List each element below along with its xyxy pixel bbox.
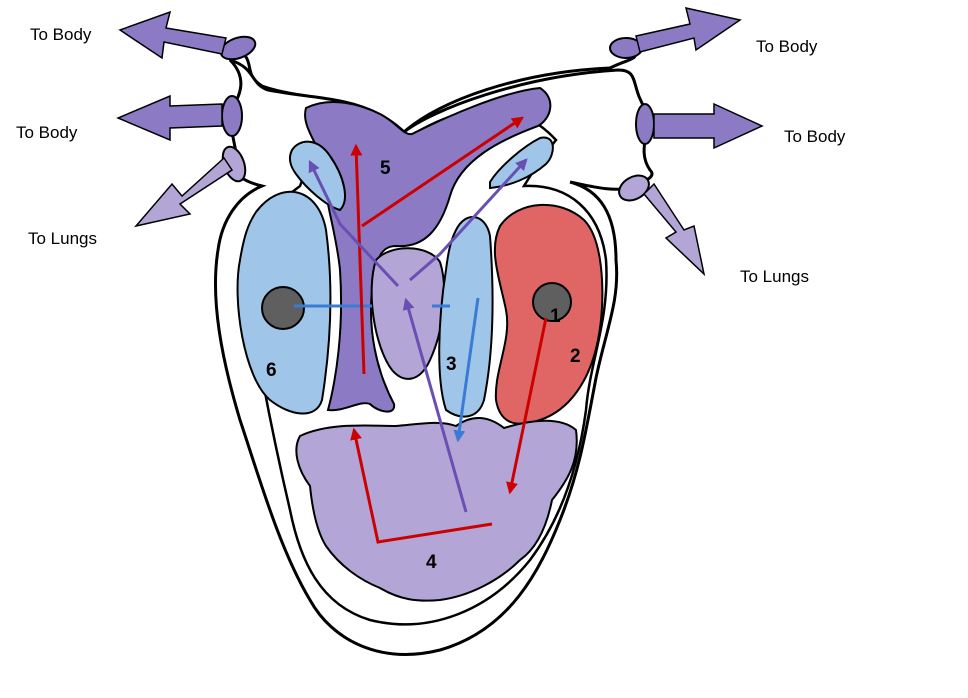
node-right — [532, 282, 572, 322]
red-arrow-down-2 — [506, 317, 548, 495]
blue-arrow-3 — [453, 297, 480, 443]
outflow-arrow-low-right — [642, 182, 706, 277]
number-3: 3 — [446, 354, 457, 375]
chamber-center — [370, 247, 446, 380]
red-arrow-diag-5 — [361, 116, 524, 228]
label-to-body-mid-right: To Body — [784, 127, 846, 146]
outflow-arrow-mid-right — [653, 102, 764, 150]
outflow-arrow-low-left — [133, 156, 234, 228]
vessel-oval-low-right — [618, 174, 650, 202]
label-to-lungs-right: To Lungs — [740, 267, 809, 286]
outflow-arrow-mid-left — [116, 94, 223, 142]
number-4: 4 — [426, 552, 437, 573]
label-to-body-top-left: To Body — [30, 25, 92, 44]
red-arrow-loop-4 — [350, 427, 493, 544]
purple-arrow-up-center — [402, 297, 468, 513]
number-1: 1 — [550, 306, 561, 327]
purple-arrow-left-pocket — [308, 159, 400, 288]
outflow-arrow-top-left — [118, 10, 227, 60]
number-6: 6 — [266, 360, 277, 381]
number-2: 2 — [570, 346, 581, 367]
vessel-oval-mid-left — [221, 95, 243, 137]
purple-arrow-right-pocket — [409, 158, 528, 282]
chamber-3 — [438, 216, 494, 418]
label-to-body-top-right: To Body — [756, 37, 818, 56]
red-arrow-up-5 — [350, 143, 366, 375]
label-to-lungs-left: To Lungs — [28, 229, 97, 248]
chamber-4 — [295, 417, 578, 602]
number-5: 5 — [380, 158, 391, 179]
label-to-body-mid-left: To Body — [16, 123, 78, 142]
node-left — [261, 286, 305, 330]
outflow-arrow-top-right — [635, 7, 742, 53]
vessel-oval-mid-right — [635, 103, 655, 145]
